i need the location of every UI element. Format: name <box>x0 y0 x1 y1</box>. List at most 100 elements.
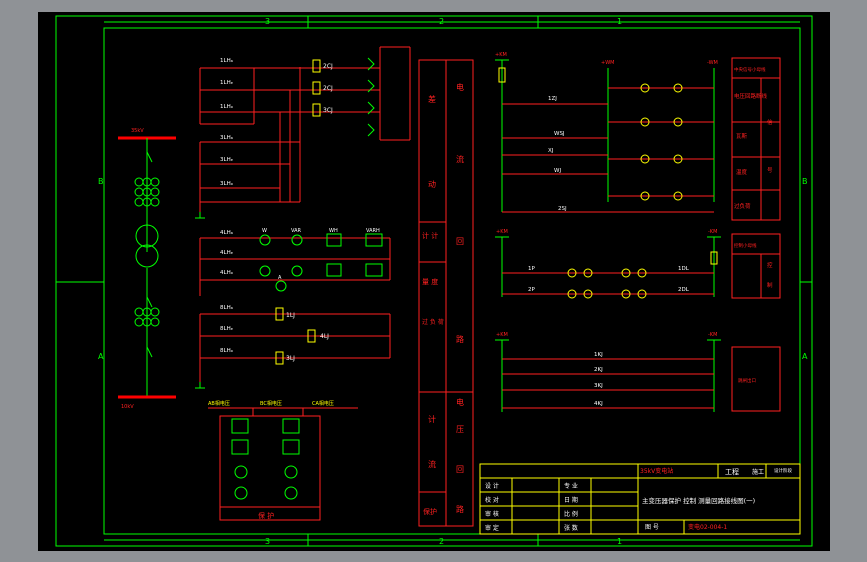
box-item: 温度 <box>736 168 748 176</box>
function-label: 计 计 <box>422 231 438 240</box>
box-item: 电压回路断线 <box>734 92 768 100</box>
zone-left-b: B <box>98 177 104 186</box>
meter-ct-labels: 4LHₐ 4LHₑ 4LHₒ 8LHₐ 8LHₑ 8LHₒ <box>220 230 233 354</box>
zone-right-b: B <box>802 177 808 186</box>
role-label: 设 计 <box>485 482 499 490</box>
contact-label: WJ <box>554 168 561 174</box>
hv-bus-label: 35kV <box>131 128 144 134</box>
meter-labels: W VAR WH VARH A <box>262 228 380 281</box>
box-side: 控 <box>767 261 773 269</box>
bus-label: -KM <box>708 229 717 235</box>
drawing-no-label: 图 号 <box>645 524 659 531</box>
schematic-drawing: 3 2 1 3 2 1 B A B A 35kV 10kV <box>55 15 813 547</box>
bus-label: +KM <box>496 229 508 235</box>
contact-label: 1KJ <box>594 352 603 358</box>
ct-label: 8LHₒ <box>220 348 233 354</box>
zone-bottom-3: 3 <box>265 537 270 546</box>
ct-label: 4LHₐ <box>220 230 233 236</box>
bus-label: CA相电压 <box>312 400 334 407</box>
box-title: 跳闸出口 <box>738 377 756 384</box>
zone-bottom-2: 2 <box>439 537 444 546</box>
meter-wh-label: WH <box>329 228 338 234</box>
role-label: 审 定 <box>485 524 499 532</box>
contact-label: 1DL <box>678 266 690 272</box>
meter-varh-label: VARH <box>366 228 380 234</box>
function-label: 电 <box>456 82 464 92</box>
relay-label: 3CJ <box>323 107 333 114</box>
zone-top-2: 2 <box>439 17 444 26</box>
lv-bus-label: 10kV <box>121 404 134 410</box>
overcurrent-relays <box>275 307 316 365</box>
contact-label: 1P <box>528 266 535 272</box>
ct-labels: 1LHₐ 1LHₑ 1LHₒ 3LHₐ 3LHₑ 3LHₒ <box>220 58 233 187</box>
contact-label: 1ZJ <box>548 96 557 102</box>
bus-label: +KM <box>495 52 507 58</box>
zone-left-a: A <box>98 352 104 361</box>
function-label: 流 <box>428 459 436 469</box>
role-right-label: 比 例 <box>564 510 578 518</box>
function-label: 动 <box>428 179 436 189</box>
diff-relay-symbols <box>367 57 375 137</box>
ct-label: 4LHₑ <box>220 250 233 256</box>
meter-var-label: VAR <box>291 228 302 234</box>
function-label: 路 <box>456 334 464 344</box>
role-right-label: 张 数 <box>564 524 578 532</box>
role-right-label: 日 期 <box>564 496 578 504</box>
bus-label: -WM <box>707 60 718 66</box>
voltage-meter-block: AB相电压 BC相电压 CA相电压 保 护 <box>208 400 358 521</box>
function-column <box>418 59 474 527</box>
box-item: 过负荷 <box>734 202 751 210</box>
control-circuits: +KM -KM 1P 2P 1DL 2DL <box>495 229 721 299</box>
function-label: 回 <box>456 465 464 474</box>
side-boxes <box>731 57 781 412</box>
contact-label: 3KJ <box>594 383 603 389</box>
stage-label-2: 设计阶段 <box>774 467 792 474</box>
stage-label: 施工 <box>752 468 764 476</box>
relay-label: 3LJ <box>286 355 295 362</box>
function-label: 保护 <box>423 507 437 516</box>
function-label: 电 <box>456 397 464 407</box>
bus-label: -KM <box>708 332 717 338</box>
drawing-frame <box>55 15 813 547</box>
box-title: 控制小母线 <box>734 242 757 249</box>
inner-border <box>103 27 801 535</box>
box-side: 制 <box>767 281 773 289</box>
ct-label: 3LHₑ <box>220 157 233 163</box>
ct-label: 3LHₐ <box>220 135 233 141</box>
box-title: 中央信号小母线 <box>734 66 766 73</box>
contact-label: 2SJ <box>558 206 567 212</box>
side-box-text: 中央信号小母线 电压回路断线 瓦斯 温度 过负荷 信 号 控制小母线 控 制 跳… <box>734 66 773 384</box>
drawing-title: 主变压器保护 控制 测量回路接线图(一) <box>642 496 755 505</box>
metering-circuits <box>199 237 391 382</box>
zone-top-3: 3 <box>265 17 270 26</box>
contact-label: 2DL <box>678 287 690 293</box>
single-line-diagram: 35kV 10kV <box>118 128 176 410</box>
bus-label: +WM <box>601 60 614 66</box>
protection-footer: 保 护 <box>258 511 274 520</box>
contact-label: XJ <box>548 148 554 154</box>
ct-label: 8LHₐ <box>220 305 233 311</box>
function-label: 量 度 <box>422 277 438 286</box>
function-label: 过 负 荷 <box>422 318 444 326</box>
cad-viewport[interactable]: 3 2 1 3 2 1 B A B A 35kV 10kV <box>38 12 830 551</box>
meter-w-label: W <box>262 228 267 234</box>
signal-circuits: +KM +WM -WM 1ZJ WSJ XJ WJ 2SJ <box>495 52 718 213</box>
relay-label: 2CJ <box>323 63 333 70</box>
title-header: 35kV变电站 <box>640 467 673 475</box>
overcurrent-labels: 1LJ 4LJ 3LJ <box>286 312 329 362</box>
drawing-no: 变电02-004-1 <box>688 523 727 531</box>
function-column-labels: 差 动 计 计 量 度 过 负 荷 计 流 保护 电 流 回 路 电 压 回 路 <box>422 82 464 516</box>
ct-label: 1LHₐ <box>220 58 233 64</box>
meter-a-label: A <box>278 275 282 281</box>
role-label: 审 核 <box>485 510 499 518</box>
function-label: 压 <box>456 425 464 434</box>
contact-label: 2P <box>528 287 535 293</box>
trip-circuits: +KM -KM 1KJ 2KJ 3KJ 4KJ <box>495 332 721 412</box>
box-side: 号 <box>767 167 773 174</box>
meter-icons <box>259 233 383 292</box>
relay-coils <box>312 59 321 117</box>
ct-label: 1LHₑ <box>220 80 233 86</box>
relay-label: 1LJ <box>286 312 295 319</box>
bus-label: AB相电压 <box>208 400 230 407</box>
project-label: 工程 <box>725 467 739 476</box>
